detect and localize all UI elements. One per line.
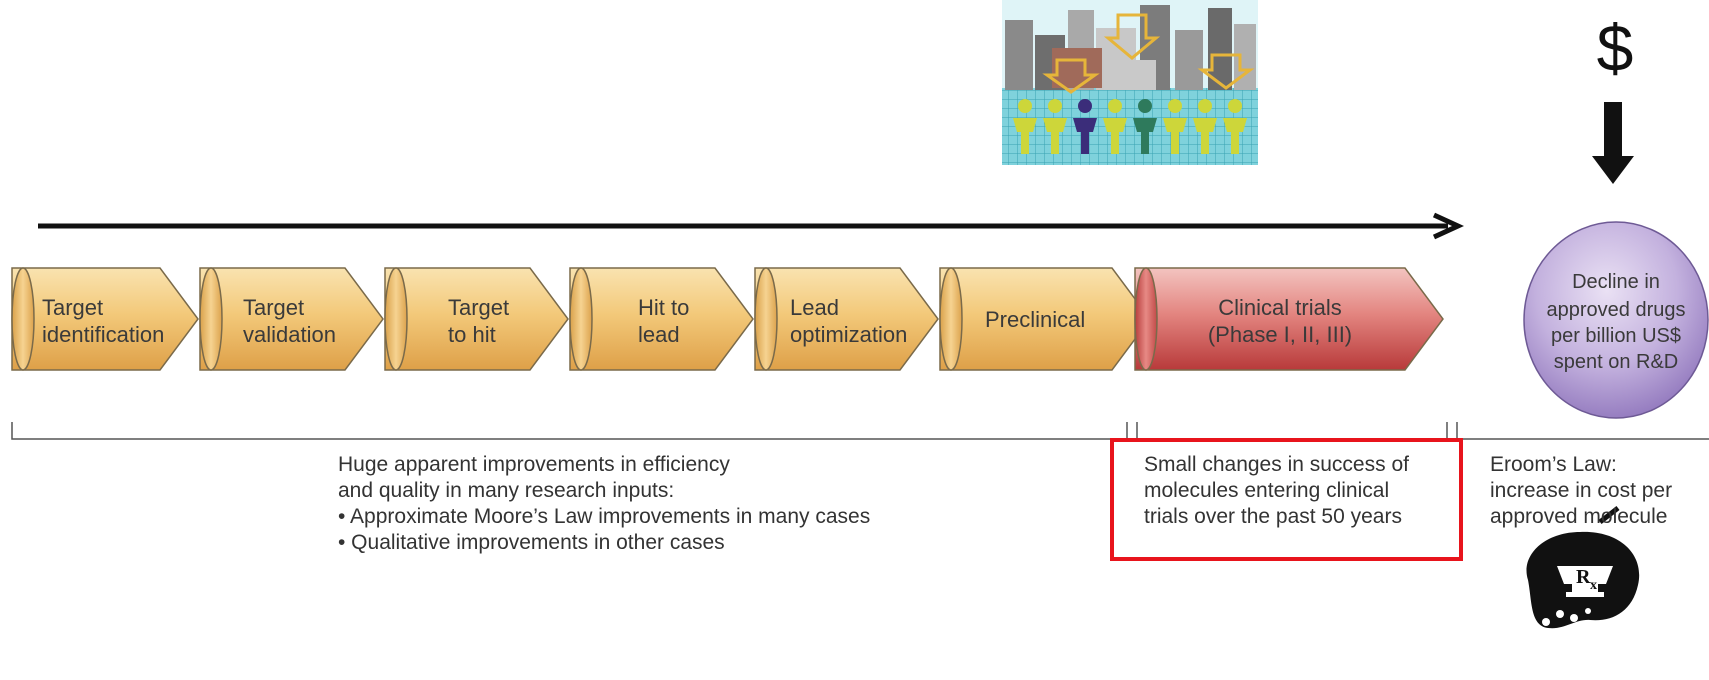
inputs-caption: Huge apparent improvements in efficiency… [338,452,870,556]
stage-label-line: Target [42,295,103,320]
stage-body [939,267,1151,371]
stage-cap [384,267,408,371]
stage-cap [199,267,223,371]
clinical-line-1: Small changes in success of [1144,453,1409,476]
pipeline-stages: TargetidentificationTargetvalidationTarg… [11,267,1444,371]
stage-label-line: validation [243,322,336,347]
clinical-line-2: molecules entering clinical [1144,479,1390,502]
stage-body [11,267,199,371]
eroom-line-3: approved molecule [1490,505,1668,528]
stage-body [1134,267,1444,371]
clinical-line-3: trials over the past 50 years [1144,505,1402,528]
stage-label-line: Lead [790,295,839,320]
decline-circle: Decline in approved drugs per billion US… [1523,221,1709,419]
stage-label-line: to hit [448,322,496,347]
city-to-people-illustration-icon [1002,0,1258,165]
highlight-box [1110,438,1463,561]
inputs-bullet-1: • Approximate Moore’s Law improvements i… [338,505,871,528]
pipeline-stage: Preclinical [939,267,1151,371]
stage-cap [569,267,593,371]
eroom-line-2: increase in cost per [1490,479,1673,502]
inputs-line-1: Huge apparent improvements in efficiency [338,453,730,476]
stage-label-line: identification [42,322,164,347]
stage-body [569,267,754,371]
stage-label-line: lead [638,322,680,347]
stage-label-line: (Phase I, II, III) [1208,322,1352,347]
rx-mortar-pestle-icon: R x [1526,506,1640,629]
inputs-bullet-2: • Qualitative improvements in other case… [338,531,725,554]
clinical-caption: Small changes in success of molecules en… [1144,452,1409,530]
stage-label-line: Target [448,295,509,320]
decline-line-1: Decline in [1572,271,1660,293]
stage-label-line: Hit to [638,295,689,320]
stage-cap [754,267,778,371]
stage-cap [939,267,963,371]
stage-body [384,267,569,371]
stage-body [199,267,384,371]
timeline-arrow [38,212,1465,240]
stage-label-line: Clinical trials [1218,295,1341,320]
stage-cap [11,267,35,371]
svg-text:x: x [1590,578,1597,593]
inputs-line-2: and quality in many research inputs: [338,479,675,502]
decline-line-3: per billion US$ [1551,325,1681,347]
stage-body [754,267,939,371]
svg-text:R: R [1576,566,1591,588]
bracket-line [11,422,1709,440]
decline-line-2: approved drugs [1547,299,1686,321]
stage-label-line: optimization [790,322,907,347]
dollar-symbol: $ [1596,11,1634,85]
stage-label-line: Preclinical [985,307,1085,332]
stage-cap [1134,267,1158,371]
stage-label-line: Target [243,295,304,320]
eroom-line-1: Eroom’s Law: [1490,453,1617,476]
eroom-caption: Eroom’s Law: increase in cost per approv… [1490,452,1672,530]
decline-line-4: spent on R&D [1554,351,1679,373]
arrow-down-icon [1592,102,1634,184]
pipeline-stage: Clinical trials(Phase I, II, III) [1134,267,1444,371]
